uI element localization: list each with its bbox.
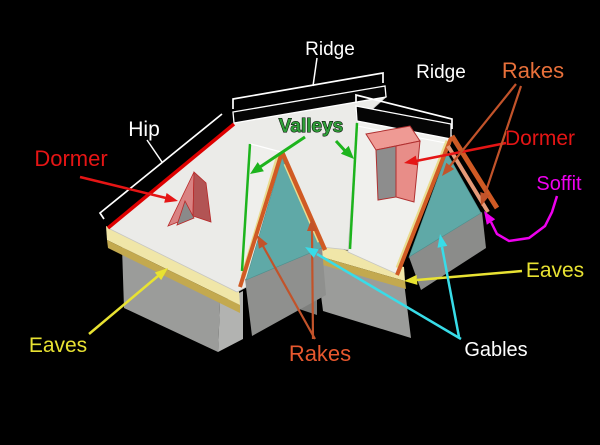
- valleys-arrow-left-line: [259, 135, 306, 169]
- soffit-arrowhead: [484, 211, 496, 225]
- gable-wall-right: [408, 152, 482, 258]
- hip-edge-line: [106, 122, 236, 230]
- gables-arrow1-head: [437, 234, 448, 248]
- label-rakes-top: Rakes: [502, 58, 564, 83]
- label-eaves-right: Eaves: [526, 259, 584, 282]
- label-soffit: Soffit: [536, 173, 582, 195]
- wing-wall-front-left: [316, 256, 411, 338]
- eave-fascia-left-gold: [107, 240, 240, 313]
- eaves-left-arrow-line: [88, 275, 159, 335]
- label-ridge-right: Ridge: [416, 62, 466, 83]
- eave-fascia-left: [106, 226, 240, 305]
- label-dormer-left: Dormer: [34, 146, 107, 171]
- rakes-bottom-arrow1-head: [257, 235, 268, 249]
- rakes-top-arrow2-head: [480, 192, 490, 206]
- gable-ridge-edge: [250, 143, 282, 153]
- house-wall-front-left: [122, 247, 220, 352]
- ridge-main-bracket: [232, 71, 384, 109]
- eaves-left-arrowhead: [154, 268, 168, 281]
- rakes-top-arrow2-line: [483, 85, 523, 195]
- wing-left-rake-trim: [395, 137, 453, 276]
- eaves-right-arrowhead: [404, 274, 418, 285]
- label-dormer-right: Dormer: [505, 127, 575, 150]
- dormer-left-arrowhead: [164, 193, 178, 203]
- eave-fascia-middle-gold: [315, 255, 406, 289]
- label-hip: Hip: [128, 118, 160, 141]
- ridge-cap-main: [232, 85, 387, 124]
- gables-arrow1-line: [440, 246, 461, 338]
- eaves-right-arrow-line: [416, 269, 523, 282]
- label-gables: Gables: [464, 339, 527, 361]
- ridge-right-bracket: [355, 93, 453, 129]
- gables-arrow2-head: [305, 247, 319, 258]
- left-dormer-window: [176, 199, 195, 226]
- wing-wall-front-right: [409, 212, 486, 290]
- rakes-top-arrow1-head: [442, 162, 455, 176]
- rakes-bottom-arrow2-line: [310, 230, 315, 340]
- dormer-left-arrow-line: [79, 175, 167, 200]
- label-rakes-bottom: Rakes: [289, 341, 351, 366]
- hip-bracket: [98, 113, 223, 220]
- label-valleys: Valleys: [279, 116, 343, 137]
- valley-line-left: [240, 143, 252, 272]
- valley-line-right: [348, 122, 359, 250]
- valleys-arrow-right-head: [340, 145, 354, 159]
- soffit-pointer-line: [489, 195, 559, 243]
- ridge-main-pointer: [312, 57, 318, 87]
- right-dormer-window: [375, 145, 397, 201]
- dormer-right-arrowhead: [404, 155, 418, 166]
- left-dormer-side: [192, 171, 212, 223]
- label-ridge-main: Ridge: [305, 39, 355, 60]
- right-dormer-front: [395, 140, 421, 203]
- gable-left-rake-trim: [238, 151, 284, 288]
- valleys-arrow-left-head: [250, 162, 264, 174]
- gable-wall-left-base: [245, 248, 326, 336]
- label-eaves-left: Eaves: [29, 334, 87, 357]
- rakes-bottom-arrow1-line: [262, 245, 316, 340]
- hip-pointer: [146, 139, 163, 163]
- gables-arrow2-line: [316, 252, 462, 341]
- rakes-bottom-arrow2-head: [307, 218, 317, 231]
- rakes-top-arrow1-line: [449, 83, 517, 167]
- wing-right-rake-trim: [449, 134, 500, 210]
- gable-right-rake-trim: [279, 151, 328, 251]
